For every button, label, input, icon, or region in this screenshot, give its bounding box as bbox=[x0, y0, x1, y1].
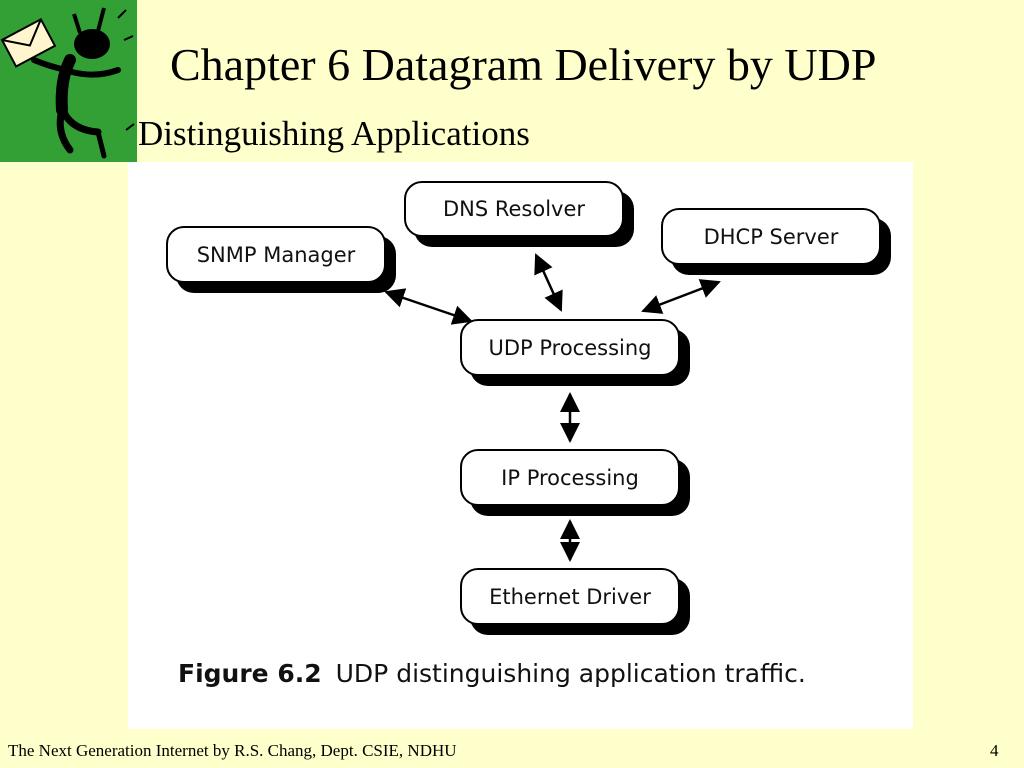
caption-label: Figure 6.2 bbox=[178, 659, 322, 688]
arrow-snmp-udp bbox=[384, 288, 473, 325]
slide-subtitle: Distinguishing Applications bbox=[138, 114, 530, 153]
node-dhcp-server: DHCP Server bbox=[661, 208, 891, 275]
node-snmp-manager: SNMP Manager bbox=[166, 226, 396, 293]
node-label: UDP Processing bbox=[460, 319, 680, 376]
node-label: IP Processing bbox=[460, 449, 680, 506]
arrow-dhcp-udp bbox=[641, 279, 721, 314]
diagram-figure: DNS Resolver SNMP Manager DHCP Server UD… bbox=[128, 162, 913, 729]
node-ethernet-driver: Ethernet Driver bbox=[460, 568, 690, 635]
slide-title: Chapter 6 Datagram Delivery by UDP bbox=[170, 39, 877, 90]
diagram-arrows bbox=[384, 253, 721, 562]
mail-figure-icon bbox=[0, 0, 137, 162]
node-udp-processing: UDP Processing bbox=[460, 319, 690, 386]
arrow-dns-udp bbox=[534, 253, 563, 312]
node-label: DHCP Server bbox=[661, 208, 881, 265]
node-dns-resolver: DNS Resolver bbox=[404, 181, 634, 247]
node-ip-processing: IP Processing bbox=[460, 449, 690, 516]
node-label: DNS Resolver bbox=[404, 181, 624, 237]
figure-caption: Figure 6.2 UDP distinguishing application… bbox=[178, 659, 806, 688]
node-label: SNMP Manager bbox=[166, 226, 386, 283]
footer-credit: The Next Generation Internet by R.S. Cha… bbox=[8, 741, 457, 760]
caption-text: UDP distinguishing application traffic. bbox=[335, 659, 806, 688]
page-number: 4 bbox=[990, 741, 999, 760]
logo bbox=[0, 0, 137, 162]
node-label: Ethernet Driver bbox=[460, 568, 680, 625]
